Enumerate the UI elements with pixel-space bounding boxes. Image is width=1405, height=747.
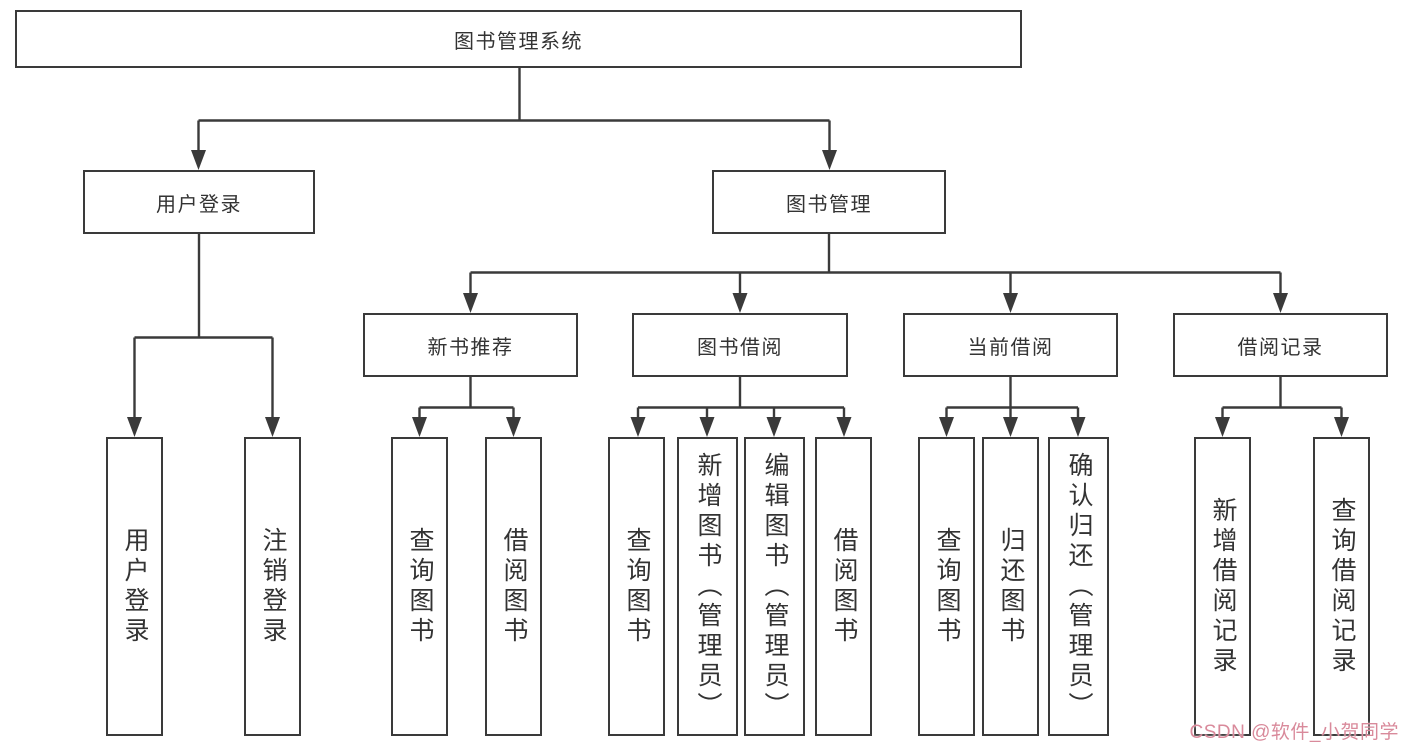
node-current-borrow: 当前借阅 [903, 313, 1118, 377]
leaf-label: 用户登录 [121, 526, 149, 647]
leaf-borrow-book-1: 借阅图书 [485, 437, 542, 736]
leaf-label: 新增借阅记录 [1209, 496, 1237, 677]
node-label: 用户登录 [156, 193, 242, 216]
leaf-label: 新增图书（管理员） [694, 451, 722, 722]
node-label: 图书借阅 [697, 336, 783, 359]
leaf-borrow-book-2: 借阅图书 [815, 437, 872, 736]
leaf-label: 借阅图书 [500, 526, 528, 647]
node-book-borrow: 图书借阅 [632, 313, 848, 377]
node-borrow-record: 借阅记录 [1173, 313, 1388, 377]
node-label: 图书管理系统 [454, 30, 583, 53]
leaf-label: 编辑图书（管理员） [761, 451, 789, 722]
leaf-return-book: 归还图书 [982, 437, 1039, 736]
node-new-book-recommend: 新书推荐 [363, 313, 578, 377]
leaf-label: 查询借阅记录 [1328, 496, 1356, 677]
leaf-label: 查询图书 [623, 526, 651, 647]
csdn-watermark: CSDN @软件_小贺同学 [1189, 722, 1399, 743]
node-label: 借阅记录 [1237, 336, 1324, 359]
leaf-query-borrow-record: 查询借阅记录 [1313, 437, 1370, 736]
node-label: 新书推荐 [427, 336, 514, 359]
leaf-label: 查询图书 [933, 526, 961, 647]
leaf-query-book-1: 查询图书 [391, 437, 448, 736]
leaf-user-login: 用户登录 [106, 437, 163, 736]
leaf-edit-book-admin: 编辑图书（管理员） [744, 437, 805, 736]
leaf-query-book-2: 查询图书 [608, 437, 665, 736]
leaf-label: 确认归还（管理员） [1065, 451, 1093, 722]
node-user-login: 用户登录 [83, 170, 315, 234]
node-label: 图书管理 [786, 193, 872, 216]
leaf-add-borrow-record: 新增借阅记录 [1194, 437, 1251, 736]
node-library-management-system: 图书管理系统 [15, 10, 1022, 68]
leaf-logout: 注销登录 [244, 437, 301, 736]
leaf-add-book-admin: 新增图书（管理员） [677, 437, 738, 736]
leaf-label: 借阅图书 [830, 526, 858, 647]
node-book-management: 图书管理 [712, 170, 946, 234]
node-label: 当前借阅 [967, 336, 1054, 359]
leaf-query-book-3: 查询图书 [918, 437, 975, 736]
leaf-label: 查询图书 [406, 526, 434, 647]
leaf-label: 归还图书 [997, 526, 1025, 647]
leaf-label: 注销登录 [259, 526, 287, 647]
leaf-confirm-return-admin: 确认归还（管理员） [1048, 437, 1109, 736]
